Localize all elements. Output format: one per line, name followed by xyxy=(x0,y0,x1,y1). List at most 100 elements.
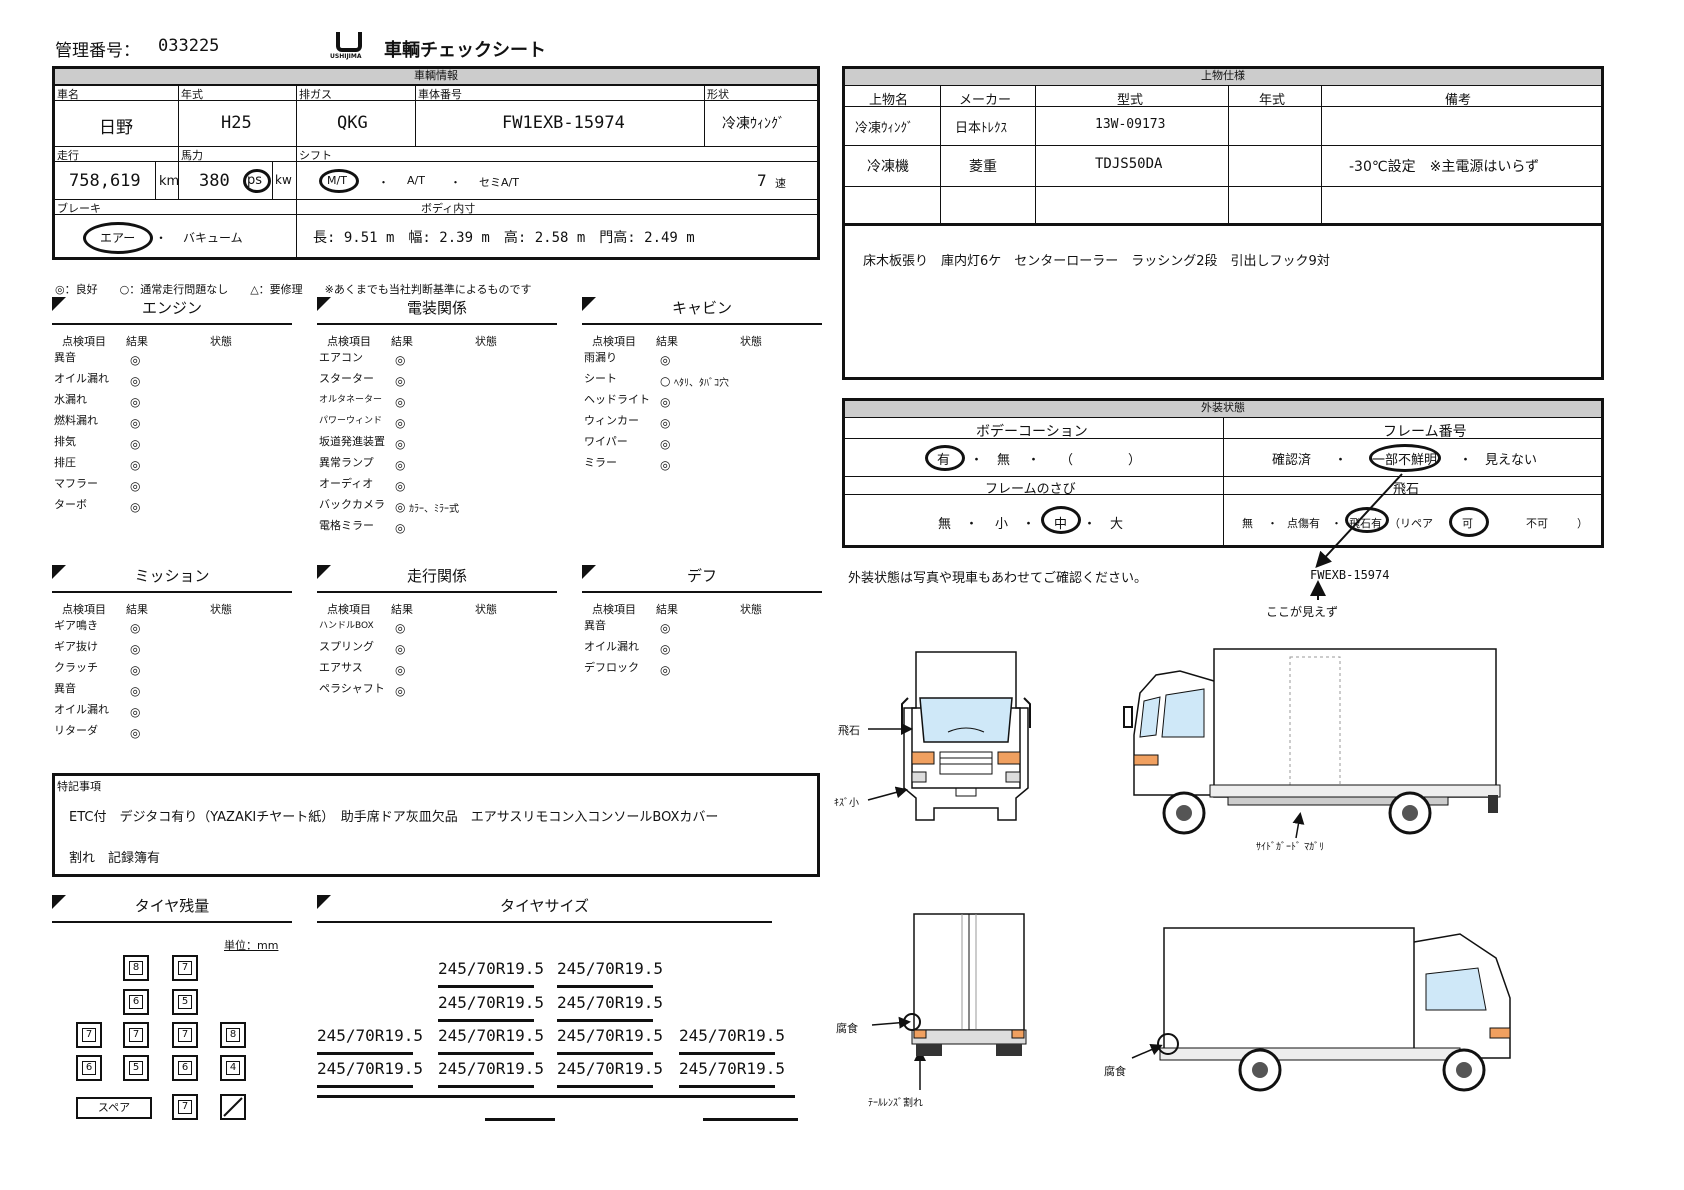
remarks-header: 備考 xyxy=(1445,93,1472,108)
column-header: 点検項目 xyxy=(327,335,371,348)
tire-size: 245/70R19.5 xyxy=(438,959,544,988)
tire-size-section: タイヤサイズ 245/70R19.5 245/70R19.5 245/70R19… xyxy=(317,895,798,1135)
inspection-result: ◎ xyxy=(130,374,141,388)
inspection-row: ミラー◎ xyxy=(582,457,822,479)
column-header: 状態 xyxy=(740,335,762,348)
truck-rear-view-icon xyxy=(903,913,1027,1056)
inspection-result: ◎ xyxy=(395,642,406,656)
chip-none: 無 xyxy=(1242,517,1253,530)
column-header: 状態 xyxy=(740,603,762,616)
kw-unit: kw xyxy=(275,173,292,187)
inspection-item: ギア抜け xyxy=(54,640,98,653)
inspection-row: ヘッドライト◎ xyxy=(582,394,822,416)
tire-size: 245/70R19.5 xyxy=(557,959,663,988)
inspection-item: オルタネーター xyxy=(319,395,383,405)
ps-unit: ps xyxy=(247,173,263,188)
shift-at: A/T xyxy=(407,174,425,187)
tire-remain-box: 7 xyxy=(172,1094,198,1120)
inspection-item: オイル漏れ xyxy=(54,703,109,716)
inspection-item: オーディオ xyxy=(319,477,374,490)
frame-checked: 確認済 xyxy=(1272,453,1312,468)
rust-none: 無 xyxy=(938,517,952,532)
inspection-result: ◎ xyxy=(130,458,141,472)
result-legend: ◎：良好 ○：通常走行問題なし △：要修理 ※あくまでも当社判断基準によるもので… xyxy=(55,283,532,296)
car-name-label: 車名 xyxy=(57,88,79,101)
stone-chip-header: 飛石 xyxy=(1393,482,1420,497)
inspection-item: バックカメラ xyxy=(319,498,385,511)
body-spec-header: 上物仕様 xyxy=(845,69,1601,86)
horsepower-label: 馬力 xyxy=(181,149,203,162)
inspection-row: 坂道発進装置◎ xyxy=(317,436,557,458)
inspection-row: 異常ランプ◎ xyxy=(317,457,557,479)
tire-remain-value: 6 xyxy=(129,995,143,1009)
paren-close: ） xyxy=(1577,517,1588,530)
frame-partly-unclear: 一部不鮮明 xyxy=(1372,453,1438,468)
inspection-result: ◎ xyxy=(660,353,671,367)
inspection-item: リターダ xyxy=(54,724,98,737)
logo-text: USHIJIMA xyxy=(330,53,362,60)
mileage-unit: km xyxy=(159,174,180,189)
inspection-result: ◎ xyxy=(130,437,141,451)
inspection-row: 異音◎ xyxy=(52,683,292,705)
inspection-result: ◎ xyxy=(660,416,671,430)
car-name: 日野 xyxy=(99,118,133,138)
inspection-row: 電格ミラー◎ xyxy=(317,520,557,542)
inspection-result: ◎ xyxy=(130,395,141,409)
inspection-item: ターボ xyxy=(54,498,87,511)
separator: ・ xyxy=(1027,453,1041,468)
model-header: 型式 xyxy=(1117,93,1144,108)
tire-remain-box: 7 xyxy=(172,1022,198,1048)
column-header: 状態 xyxy=(210,603,232,616)
special-notes-line-1: ETC付 デジタコ有り（YAZAKIチヤート紙） 助手席ドア灰皿欠品 エアサスリ… xyxy=(69,810,719,825)
model-year: H25 xyxy=(221,113,252,133)
small-scratch-mark: ｷｽﾞ小 xyxy=(834,798,859,809)
truck-side-view-left-icon xyxy=(1157,927,1511,1092)
electric-title: 電装関係 xyxy=(317,297,557,325)
special-notes-line-2: 割れ 記録簿有 xyxy=(69,851,161,866)
inspection-item: ペラシャフト xyxy=(319,682,385,695)
caution-yes: 有 xyxy=(937,453,951,468)
tire-remain-value: 7 xyxy=(82,1028,96,1042)
reefer-model: TDJS50DA xyxy=(1095,156,1163,172)
inspection-row: バックカメラ◎ｶﾗｰ、ﾐﾗｰ式 xyxy=(317,498,557,521)
tire-remain-value: 6 xyxy=(82,1061,96,1075)
tire-size: 245/70R19.5 xyxy=(557,1026,663,1055)
tire-remain-box: 6 xyxy=(123,989,149,1015)
inspection-row: オイル漏れ◎ xyxy=(52,703,292,726)
reefer-remarks: -30℃設定 ※主電源はいらず xyxy=(1349,159,1540,175)
electric-section: 電装関係点検項目結果状態エアコン◎スターター◎オルタネーター◎パワーウィンド◎坂… xyxy=(317,297,557,535)
inspection-item: ギア鳴き xyxy=(54,619,98,632)
column-header: 状態 xyxy=(475,603,497,616)
emission-label: 排ガス xyxy=(299,88,332,101)
tire-remain-box: 6 xyxy=(172,1055,198,1081)
vehicle-info-box: 車輌情報 車名 年式 排ガス 車体番号 形状 日野 H25 QKG FW1EXB… xyxy=(52,66,820,260)
inspection-result: ◎ xyxy=(660,663,671,677)
inspection-result: ◎ xyxy=(395,416,406,430)
tire-remain-box: 5 xyxy=(172,989,198,1015)
shift-semi-at: セミA/T xyxy=(479,176,519,189)
inspection-result: ◎ xyxy=(395,621,406,635)
inspection-result: ◎ xyxy=(130,479,141,493)
tire-remain-empty-box xyxy=(220,1094,246,1120)
reefer-name: 冷凍機 xyxy=(867,159,909,175)
inspection-row: ウィンカー◎ xyxy=(582,415,822,437)
inner-dimensions-label: ボディ内寸 xyxy=(421,202,476,215)
brake-separator: ・ xyxy=(155,231,168,245)
inspection-result: ◎ xyxy=(130,642,141,656)
tire-remain-box: 8 xyxy=(220,1022,246,1048)
reefer-maker: 菱重 xyxy=(969,159,997,175)
column-header: 点検項目 xyxy=(327,603,371,616)
inspection-result: ◎ xyxy=(395,374,406,388)
body-name: 冷凍ｳｨﾝｸﾞ xyxy=(855,121,914,136)
body-name-header: 上物名 xyxy=(869,93,909,108)
inspection-result: ◎ xyxy=(395,437,406,451)
special-notes-label: 特記事項 xyxy=(57,780,101,793)
paren-open: （ xyxy=(1060,453,1074,468)
corrosion-mark-side: 腐食 xyxy=(1104,1065,1126,1078)
special-notes-box: 特記事項 ETC付 デジタコ有り（YAZAKIチヤート紙） 助手席ドア灰皿欠品 … xyxy=(52,773,820,877)
column-header: 結果 xyxy=(391,335,413,348)
inspection-result: ◎ xyxy=(395,479,406,493)
inspection-result: ◎ xyxy=(130,684,141,698)
frame-number-reading: FWEXB-15974 xyxy=(1310,568,1390,582)
engine-section: エンジン点検項目結果状態異音◎オイル漏れ◎水漏れ◎燃料漏れ◎排気◎排圧◎マフラー… xyxy=(52,297,292,527)
